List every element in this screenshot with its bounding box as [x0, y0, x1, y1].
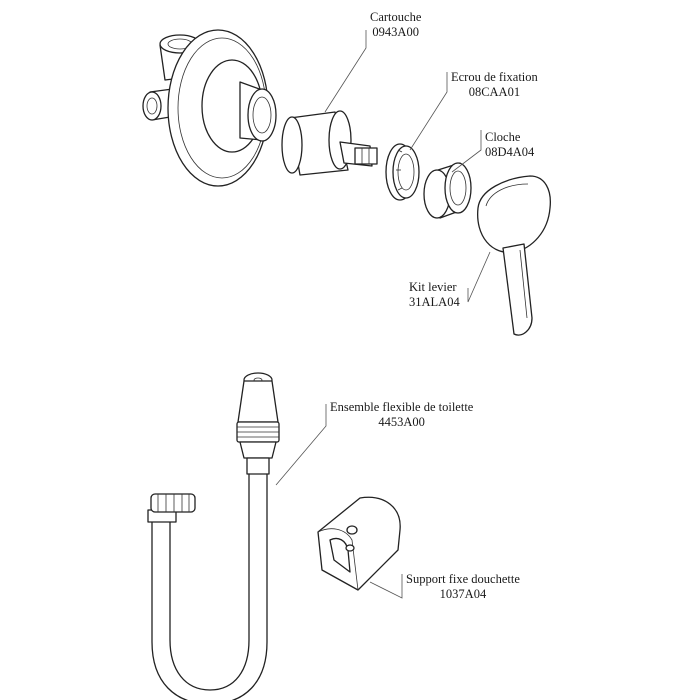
part-name: Support fixe douchette — [406, 572, 520, 586]
label-flexible: Ensemble flexible de toilette 4453A00 — [330, 400, 473, 430]
leader-lines — [275, 30, 491, 599]
part-code: 08D4A04 — [485, 145, 535, 159]
hand-shower-hose — [147, 372, 280, 700]
shower-holder-part — [317, 496, 401, 591]
cartridge-part — [281, 110, 378, 176]
part-code: 08CAA01 — [468, 85, 521, 99]
label-cartouche: Cartouche 0943A00 — [370, 10, 421, 40]
part-code: 0943A00 — [372, 25, 419, 39]
part-code: 4453A00 — [378, 415, 425, 429]
bell-cover-part — [423, 162, 472, 219]
part-name: Cloche — [485, 130, 521, 144]
part-name: Cartouche — [370, 10, 422, 24]
part-name: Kit levier — [409, 280, 457, 294]
part-name: Ecrou de fixation — [451, 70, 538, 84]
part-code: 1037A04 — [439, 587, 487, 601]
label-support: Support fixe douchette 1037A04 — [406, 572, 520, 602]
part-code: 31ALA04 — [409, 295, 460, 309]
label-kit-levier: Kit levier 31ALA04 — [409, 280, 460, 310]
label-ecrou: Ecrou de fixation 08CAA01 — [451, 70, 538, 100]
fixing-nut-part — [385, 143, 420, 201]
lever-handle-part — [477, 175, 551, 336]
valve-body-flange — [142, 29, 277, 187]
label-cloche: Cloche 08D4A04 — [485, 130, 534, 160]
part-name: Ensemble flexible de toilette — [330, 400, 474, 414]
